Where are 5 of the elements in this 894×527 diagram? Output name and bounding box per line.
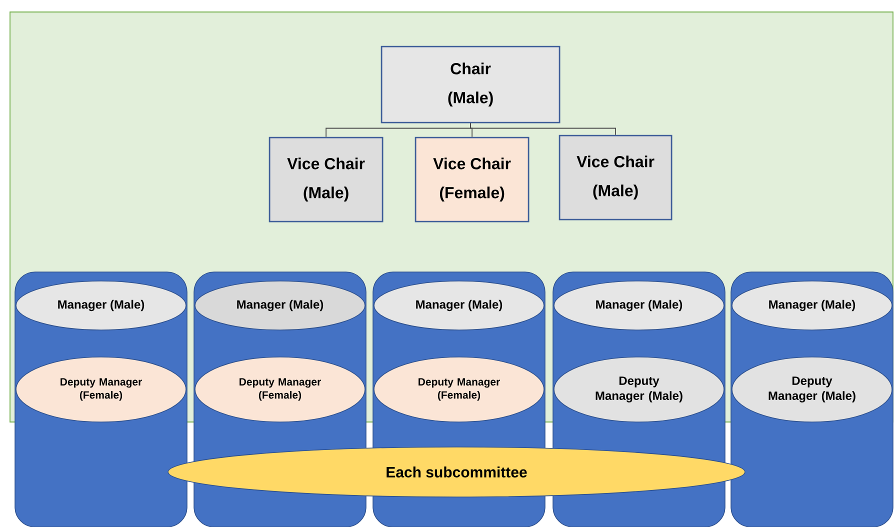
role-box: Vice Chair (Female): [414, 136, 530, 222]
role-box: Vice Chair (Male): [558, 134, 672, 220]
connector-line: [470, 122, 616, 136]
role-box: Vice Chair (Male): [268, 136, 384, 222]
role-box: Chair (Male): [380, 46, 560, 124]
